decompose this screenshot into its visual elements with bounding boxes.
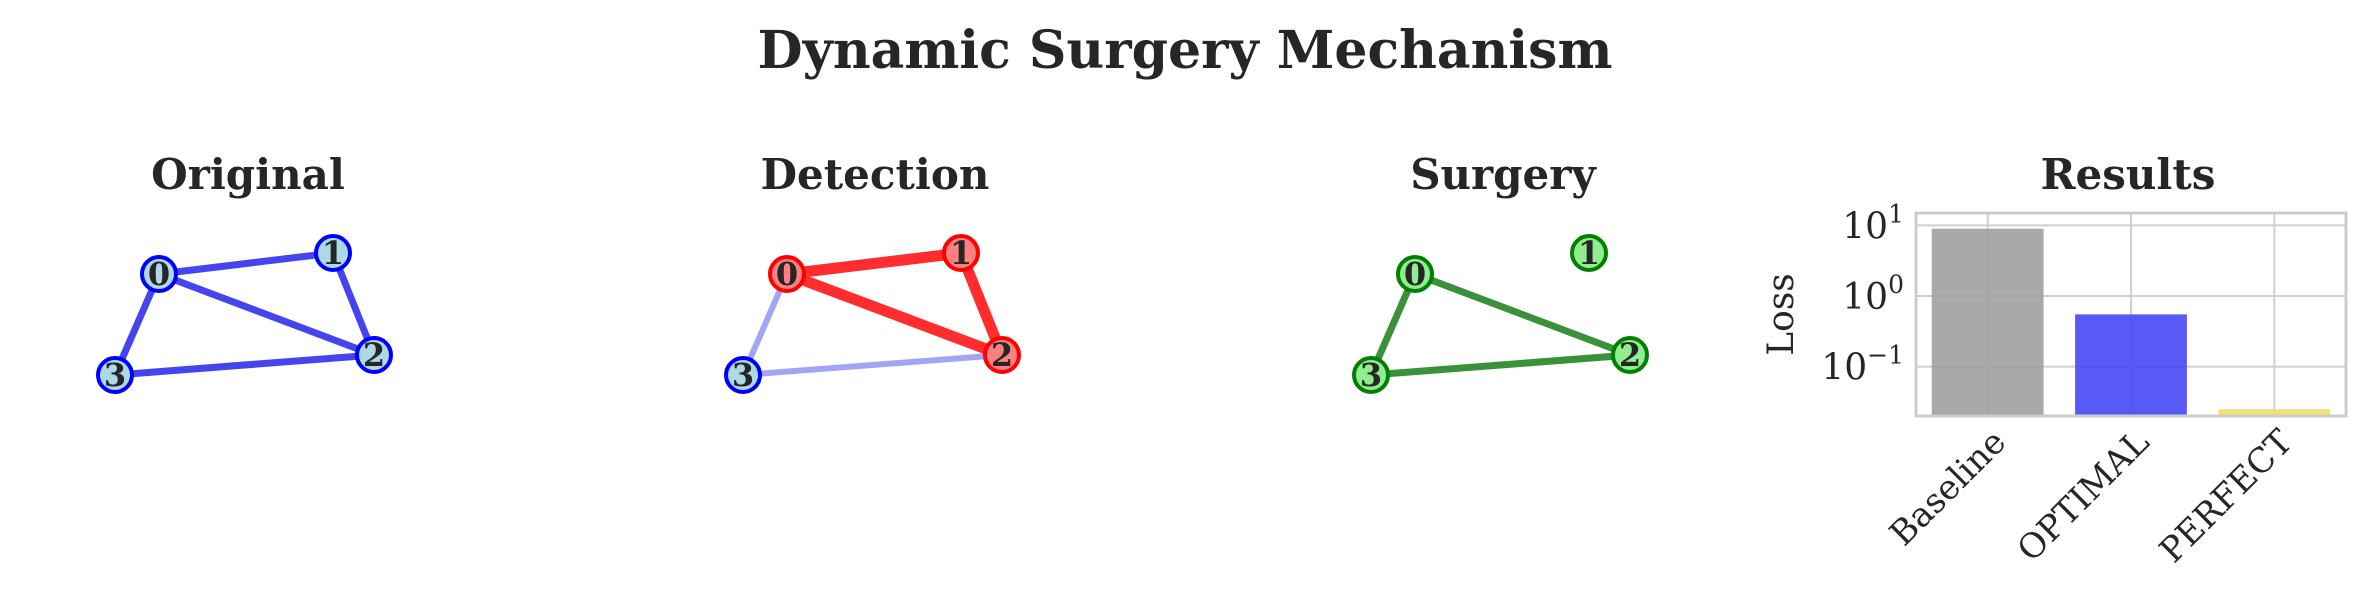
figure-title: Dynamic Surgery Mechanism [757, 20, 1613, 81]
panel-title-detection: Detection [760, 150, 990, 199]
original-node-3 [96, 356, 134, 394]
original-node-label-3: 3 [104, 356, 126, 394]
surgery-edge-0-2 [1411, 270, 1634, 359]
surgery-node-1 [1570, 234, 1608, 272]
original-node-label-1: 1 [322, 234, 344, 272]
original-edge-0-1 [155, 249, 337, 278]
results-bar-optimal [2075, 314, 2187, 416]
surgery-node-label-3: 3 [1360, 356, 1382, 394]
panel-title-surgery: Surgery [1410, 150, 1596, 199]
results-ytick-0: 101 [1842, 199, 1904, 247]
surgery-node-0 [1396, 255, 1434, 293]
surgery-node-2 [1611, 336, 1649, 374]
original-node-label-0: 0 [148, 255, 170, 293]
detection-strong-edge-0-2 [781, 268, 1008, 361]
panel-title-results: Results [2040, 150, 2216, 199]
surgery-node-label-2: 2 [1619, 336, 1641, 374]
original-node-0 [140, 255, 178, 293]
detection-node-3 [724, 356, 762, 394]
results-xtick-perfect: PERFECT [2152, 422, 2301, 571]
results-axes-frame [1914, 211, 2348, 418]
results-ytick-1: 100 [1842, 270, 1904, 318]
original-edge-0-2 [155, 270, 378, 359]
detection-node-label-2: 2 [991, 336, 1013, 374]
detection-node-0 [768, 255, 806, 293]
results-ytick-2: 10−1 [1821, 341, 1904, 389]
results-bar-baseline [1931, 228, 2044, 416]
surgery-node-label-1: 1 [1578, 234, 1600, 272]
results-ylabel: Loss [1761, 273, 1802, 356]
original-edge-3-2 [111, 351, 378, 379]
panel-title-original: Original [151, 150, 345, 199]
detection-node-1 [942, 234, 980, 272]
detection-node-2 [983, 336, 1021, 374]
detection-node-label-3: 3 [732, 356, 754, 394]
detection-weak-edge-3-2 [740, 352, 1005, 378]
detection-node-label-1: 1 [950, 234, 972, 272]
detection-node-label-0: 0 [776, 255, 798, 293]
surgery-node-label-0: 0 [1404, 255, 1426, 293]
original-node-label-2: 2 [363, 336, 385, 374]
surgery-node-3 [1352, 356, 1390, 394]
original-node-2 [355, 336, 393, 374]
detection-strong-edge-0-1 [781, 247, 967, 280]
original-node-1 [314, 234, 352, 272]
results-xtick-baseline: Baseline [1882, 422, 2014, 554]
results-xtick-optimal: OPTIMAL [2010, 422, 2158, 570]
surgery-edge-3-2 [1367, 351, 1634, 379]
results-bar-perfect [2218, 409, 2331, 416]
